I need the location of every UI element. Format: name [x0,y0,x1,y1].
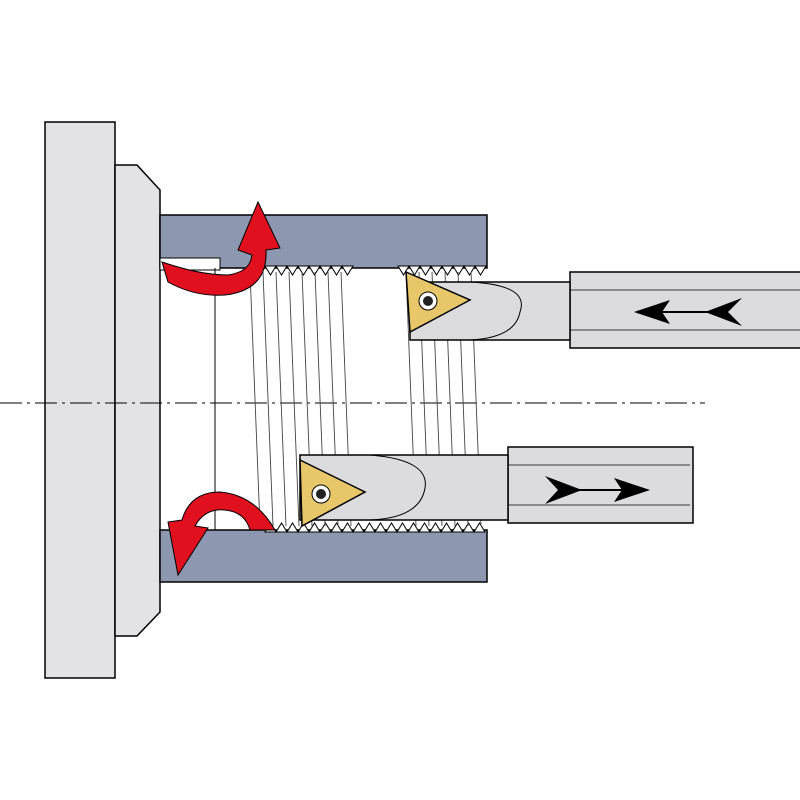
thread-teeth [397,265,487,276]
chuck-plate [44,121,116,679]
upper-insert [405,270,472,334]
upper-boring-bar [405,270,800,349]
lower-boring-bar [299,446,694,528]
rotation-arrow-icon [161,200,281,577]
chuck-flange [114,164,161,637]
thread-helix-line [262,271,274,527]
workpiece [159,214,488,583]
feed-right-arrow-icon [545,476,650,504]
lower-insert [299,458,367,528]
feed-left-arrow-icon [634,298,742,326]
thread-helix-line [275,271,287,527]
thread-teeth [264,265,354,276]
thread-helix-line [249,271,261,527]
thread-helix-line [288,271,300,527]
